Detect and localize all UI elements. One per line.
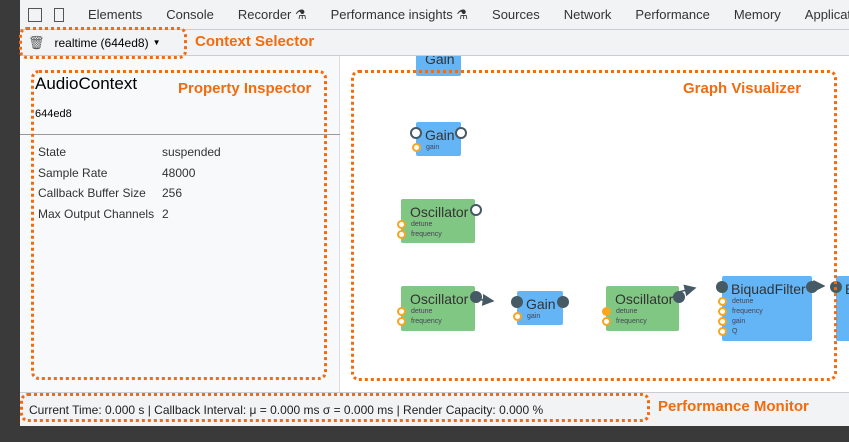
context-toolbar: 🗑 realtime (644ed8) ▼ — [20, 30, 849, 56]
tab-recorder[interactable]: Recorder ⚗ — [237, 6, 307, 22]
annotation-label: Performance Monitor — [658, 398, 809, 415]
divider — [20, 134, 340, 135]
inspect-element-icon[interactable] — [28, 7, 42, 22]
annotation-label: Property Inspector — [178, 80, 312, 97]
annotation-label: Context Selector — [195, 33, 315, 50]
tab-memory[interactable]: Memory — [733, 7, 781, 22]
tab-elements[interactable]: Elements — [88, 7, 143, 22]
tab-performance-insights[interactable]: Performance insights ⚗ — [330, 6, 469, 22]
tab-console[interactable]: Console — [166, 7, 214, 22]
device-toolbar-icon[interactable] — [54, 7, 64, 22]
annotation-label: Graph Visualizer — [683, 80, 802, 97]
annotation-box — [351, 70, 837, 381]
tab-performance[interactable]: Performance — [635, 7, 710, 22]
context-selector[interactable]: realtime (644ed8) — [54, 35, 149, 50]
context-id: 644ed8 — [35, 108, 72, 120]
chevron-down-icon[interactable]: ▼ — [152, 38, 161, 47]
devtools-tab-bar: Elements Console Recorder ⚗ Performance … — [20, 0, 849, 30]
annotation-box — [31, 70, 327, 380]
tab-application[interactable]: Application — [804, 7, 849, 22]
trash-icon[interactable]: 🗑 — [28, 34, 45, 50]
tab-sources[interactable]: Sources — [492, 7, 540, 22]
tab-network[interactable]: Network — [563, 7, 612, 22]
annotation-box — [20, 393, 650, 422]
annotation-box — [19, 27, 187, 59]
biquadfilter-node[interactable]: B — [830, 276, 849, 341]
inspector-title: AudioContext — [35, 74, 138, 93]
